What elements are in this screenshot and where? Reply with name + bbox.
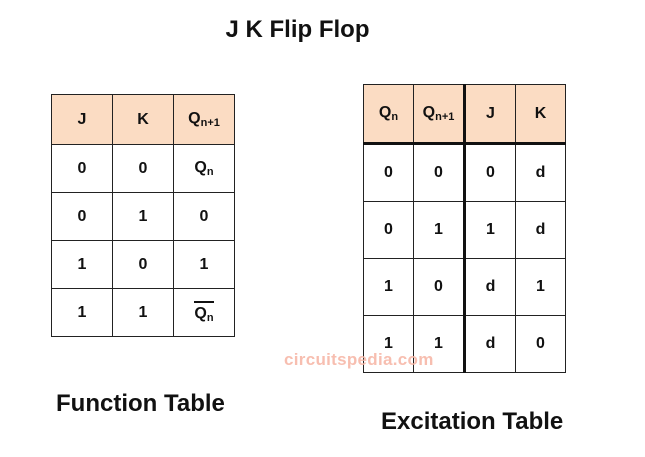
cell-q-next: 0 — [413, 258, 465, 316]
header-q-next: Qn+1 — [173, 94, 235, 145]
cell-q-next: 1 — [413, 201, 465, 259]
cell-q-n: 1 — [363, 315, 414, 373]
header-j: J — [51, 94, 113, 145]
table-row: 0 0 Qn — [51, 144, 235, 193]
header-q-next: Qn+1 — [413, 84, 465, 145]
header-k: K — [112, 94, 174, 145]
cell-k: 1 — [112, 192, 174, 241]
table-row: 1 0 d 1 — [363, 258, 566, 316]
header-j: J — [463, 84, 516, 145]
table-row: 0 0 0 d — [363, 143, 566, 202]
cell-q-n: 0 — [363, 143, 414, 202]
cell-k: d — [515, 201, 566, 259]
diagram-title: J K Flip Flop — [225, 16, 370, 43]
excitation-table-header-row: Qn Qn+1 J K — [363, 84, 566, 145]
table-row: 0 1 0 — [51, 192, 235, 241]
header-q-n: Qn — [363, 84, 414, 145]
cell-j: 0 — [463, 143, 516, 202]
function-table-caption: Function Table — [56, 390, 225, 417]
cell-j: 0 — [51, 144, 113, 193]
cell-q-n: 0 — [363, 201, 414, 259]
cell-j: 1 — [51, 288, 113, 337]
table-row: 1 0 1 — [51, 240, 235, 289]
cell-j: d — [463, 315, 516, 373]
table-row: 1 1 Qn — [51, 288, 235, 337]
cell-q-next: 0 — [413, 143, 465, 202]
excitation-table-caption: Excitation Table — [381, 408, 564, 435]
header-k: K — [515, 84, 566, 145]
watermark: circuitspedia.com — [284, 350, 434, 369]
cell-q-next: 0 — [173, 192, 235, 241]
cell-j: 0 — [51, 192, 113, 241]
cell-q-next: Qn — [173, 144, 235, 193]
excitation-table: Qn Qn+1 J K 0 0 0 d 0 1 1 d 1 0 d 1 1 1 … — [363, 84, 566, 373]
cell-k: 1 — [515, 258, 566, 316]
cell-k: 1 — [112, 288, 174, 337]
cell-k: 0 — [515, 315, 566, 373]
cell-k: 0 — [112, 240, 174, 289]
table-row: 0 1 1 d — [363, 201, 566, 259]
cell-j: d — [463, 258, 516, 316]
cell-j: 1 — [463, 201, 516, 259]
cell-j: 1 — [51, 240, 113, 289]
cell-q-n: 1 — [363, 258, 414, 316]
function-table-header-row: J K Qn+1 — [51, 94, 235, 145]
cell-k: d — [515, 143, 566, 202]
cell-q-next: 1 — [173, 240, 235, 289]
function-table: J K Qn+1 0 0 Qn 0 1 0 1 0 1 1 1 Qn — [51, 94, 235, 337]
cell-q-next-complement: Qn — [173, 288, 235, 337]
table-row: 1 1 d 0 — [363, 315, 566, 373]
cell-k: 0 — [112, 144, 174, 193]
complement-overline: Qn — [194, 301, 214, 324]
